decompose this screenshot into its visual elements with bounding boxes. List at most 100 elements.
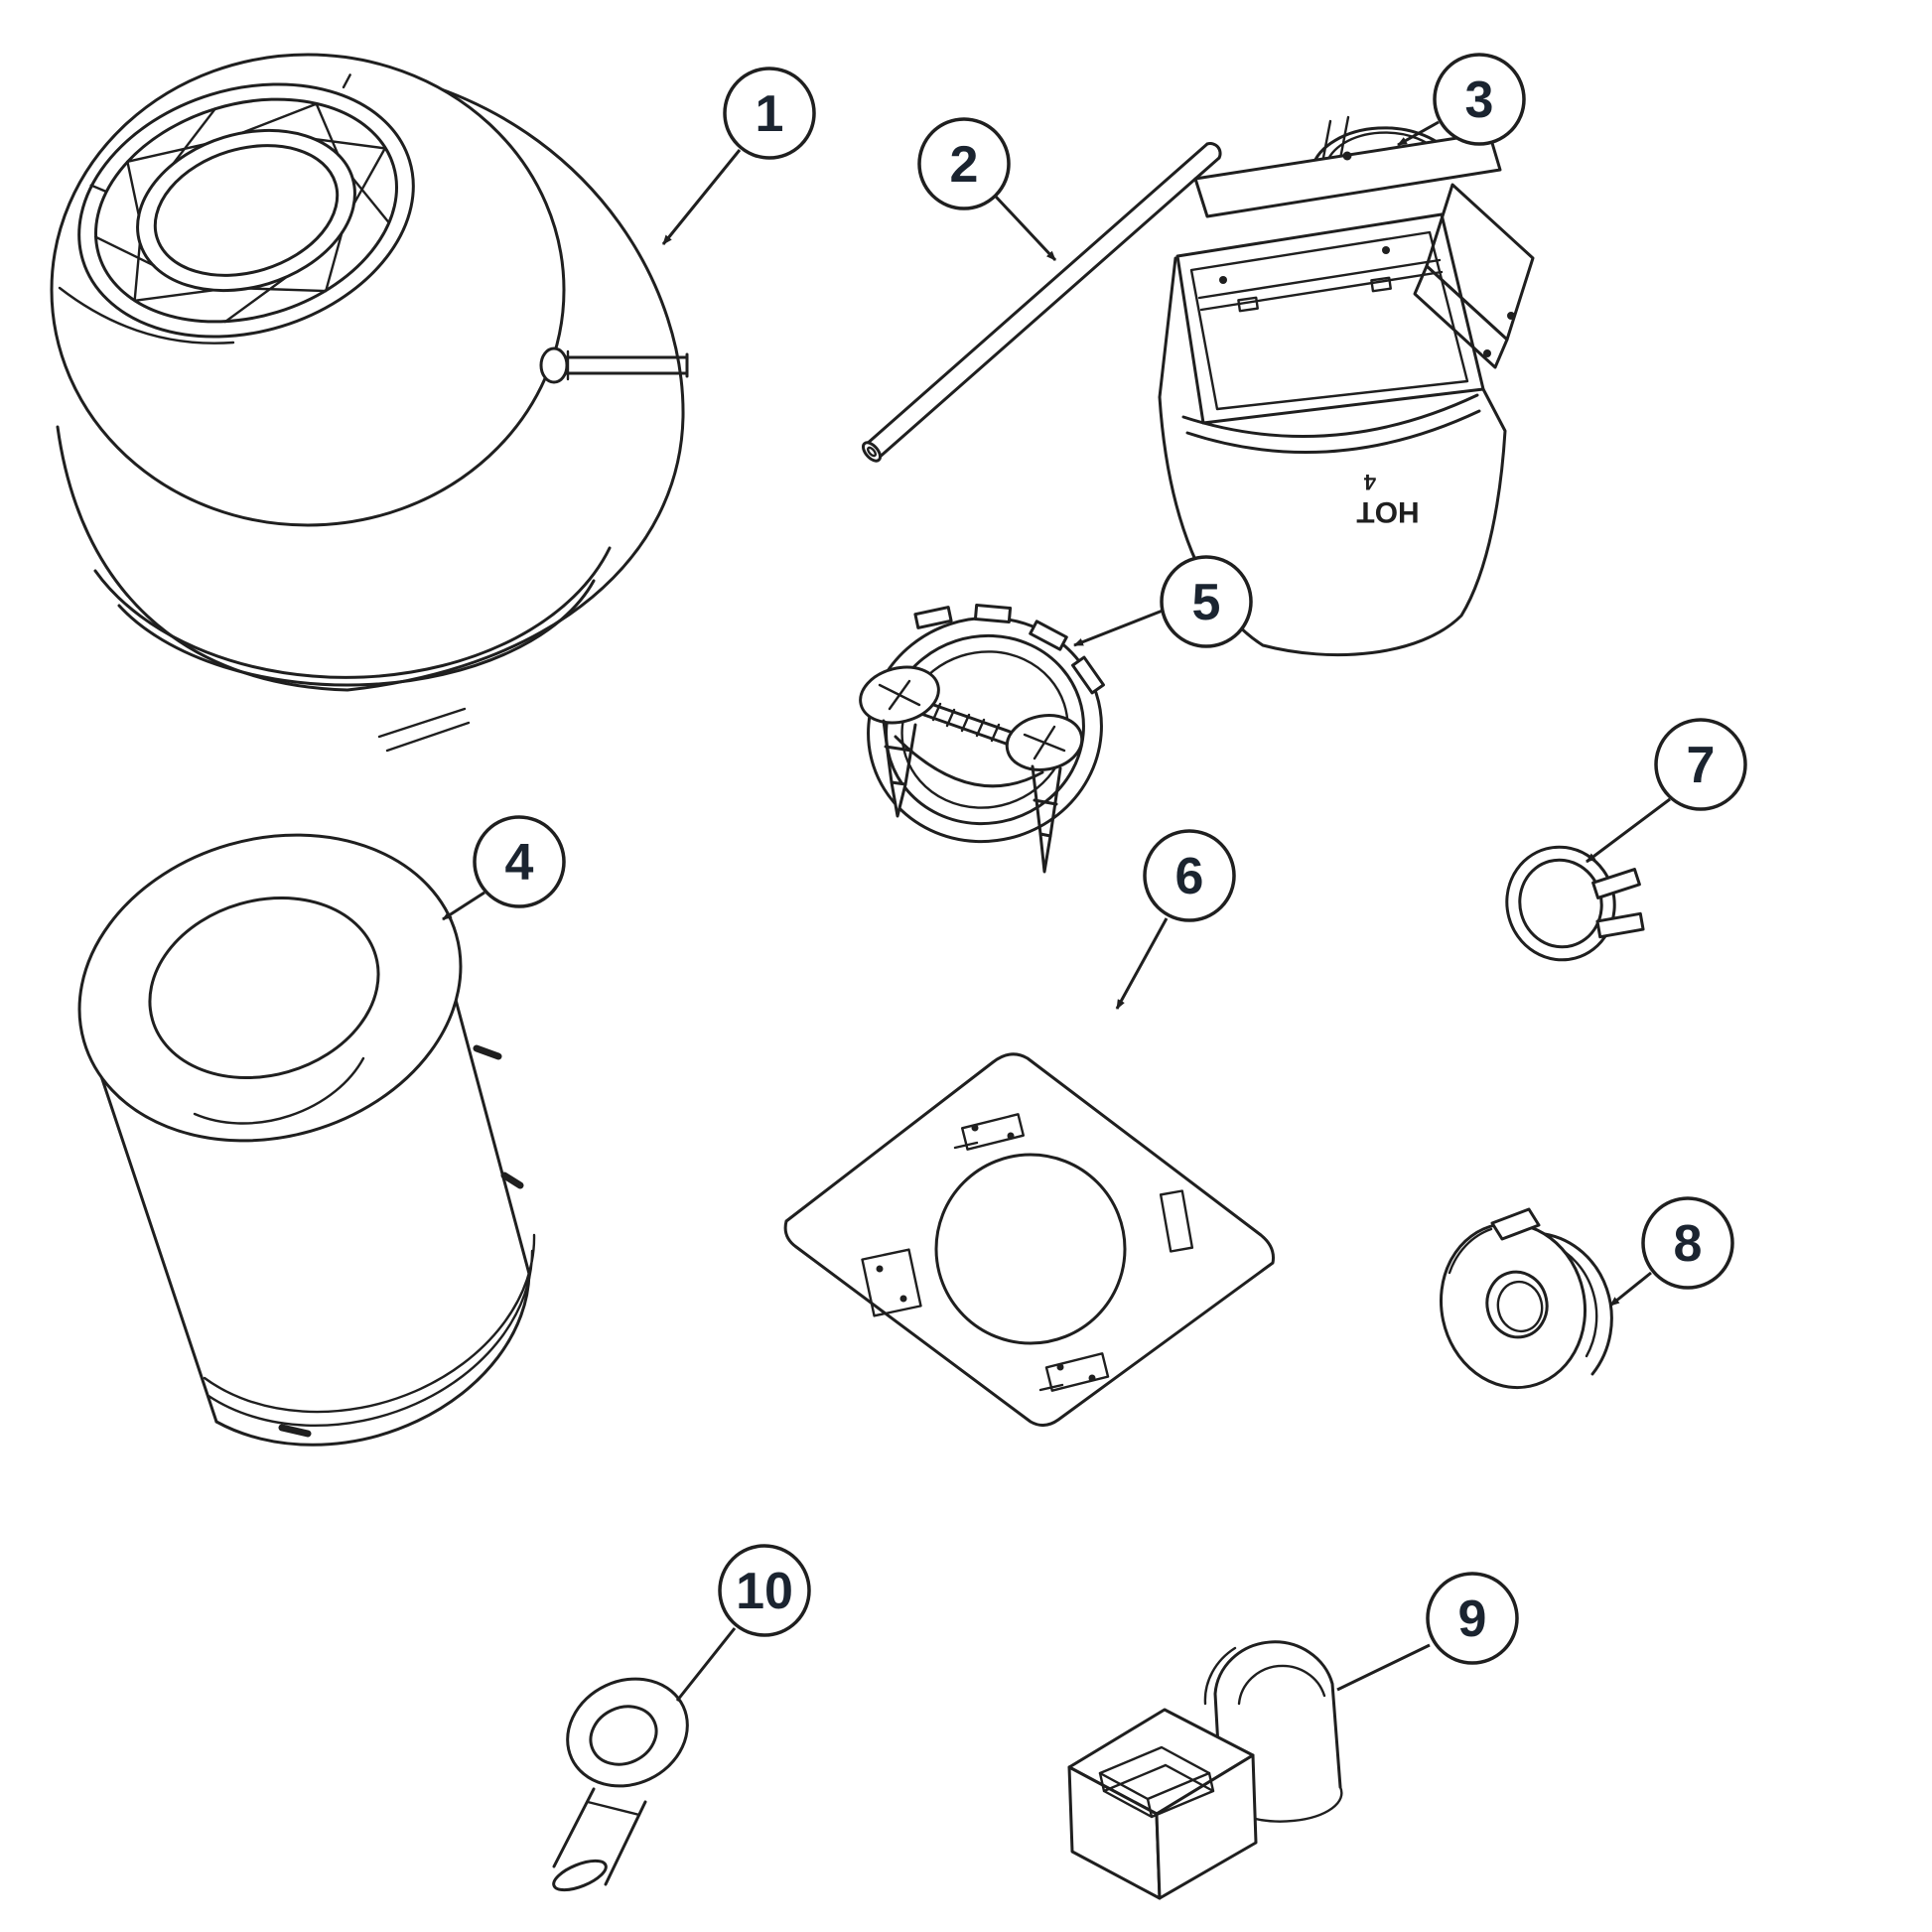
plate-tab-right <box>1159 1189 1194 1253</box>
collar-right-side <box>454 998 531 1276</box>
part-2-support-rod-drawing <box>861 142 1222 463</box>
callout-4-number: 4 <box>505 834 534 892</box>
clamp-inner-band <box>885 633 1085 826</box>
plate-tab-top <box>961 1113 1025 1151</box>
part-6-adapter-plate-drawing <box>783 1052 1275 1427</box>
callout-1-circle <box>723 67 816 160</box>
grommet-face <box>1439 1221 1587 1390</box>
collar-inner-hole <box>148 896 380 1080</box>
clip-prong-upper <box>1591 868 1641 899</box>
callout-10-circle <box>718 1544 811 1637</box>
callout-7-leader <box>1586 797 1671 864</box>
cap-flange-arc-1 <box>93 546 612 679</box>
box-bucket-outline <box>1158 256 1507 657</box>
callout-6-number: 6 <box>1175 848 1204 905</box>
cap-side-bolt <box>539 346 689 384</box>
part-1-round-vent-cap-drawing <box>50 53 689 753</box>
cap-inner-curve <box>58 286 235 345</box>
connector-slot-depth <box>1098 1763 1215 1819</box>
clamp-screw-left <box>859 665 940 818</box>
plate-center-hole <box>934 1153 1127 1345</box>
callout-2-number: 2 <box>950 136 979 194</box>
box-clip-right <box>1370 276 1392 293</box>
cap-skirt-outline <box>56 82 685 692</box>
callout-2-leader <box>994 195 1057 262</box>
connector-dome <box>1213 1640 1342 1801</box>
box-back-wall-lines <box>1197 258 1444 312</box>
callout-8-circle <box>1641 1196 1734 1290</box>
cap-flange-arc-2 <box>117 579 596 687</box>
grommet-face-edge <box>1448 1227 1493 1275</box>
callout-5-leader <box>1073 609 1164 647</box>
box-opening-inner <box>1189 230 1469 411</box>
callout-layer: 1 2 3 4 5 6 7 8 9 10 <box>442 53 1747 1702</box>
callout-10-leader <box>675 1627 737 1702</box>
callout-8-leader <box>1609 1271 1652 1308</box>
callout-10-number: 10 <box>736 1563 793 1620</box>
callout-7-circle <box>1654 718 1747 811</box>
key-ring-inner <box>589 1705 658 1766</box>
box-front-lip <box>1181 393 1481 454</box>
clamp-lug-1 <box>913 606 953 629</box>
part-8-grommet-drawing <box>1439 1207 1613 1390</box>
grommet-top-tab <box>1490 1207 1541 1241</box>
plate-tab-left <box>861 1248 922 1317</box>
callout-6-circle <box>1143 829 1236 922</box>
callout-4-leader <box>442 891 485 921</box>
callout-9-circle <box>1426 1572 1519 1665</box>
part-5-clamp-drawing <box>859 604 1105 874</box>
callout-1-leader <box>661 149 742 245</box>
callout-3-leader <box>1397 120 1440 147</box>
rod-top-cap <box>1205 142 1222 160</box>
clip-prong-lower <box>1595 911 1645 939</box>
part-9-wire-connector-drawing <box>1067 1640 1343 1900</box>
callout-8-number: 8 <box>1674 1215 1703 1273</box>
box-right-panel-strip <box>1413 264 1509 369</box>
callout-9-leader <box>1336 1643 1431 1692</box>
cap-inner-ring-assembly <box>77 73 415 339</box>
callout-4-circle <box>473 815 566 908</box>
key-ring-outer <box>566 1677 689 1788</box>
collar-top-ring <box>77 833 463 1143</box>
collar-left-side <box>99 1074 218 1424</box>
grommet-back-rim <box>1543 1232 1613 1376</box>
clamp-strap-arc <box>894 735 1044 788</box>
box-vent-mark: 4 <box>1363 470 1376 494</box>
collar-bottom-arc <box>214 1272 531 1447</box>
callout-2-circle <box>917 117 1011 210</box>
clamp-lug-2 <box>973 604 1013 623</box>
grommet-hole <box>1485 1270 1549 1339</box>
callout-3-circle <box>1433 53 1526 146</box>
callout-5-circle <box>1160 555 1253 648</box>
plate-outline <box>783 1052 1275 1427</box>
cap-truss-braces <box>93 102 391 324</box>
part-3-firestop-box-drawing: 4 HOT <box>1158 115 1535 657</box>
callout-5-number: 5 <box>1192 574 1221 631</box>
callout-9-number: 9 <box>1458 1590 1487 1648</box>
key-stem-tip <box>552 1859 608 1892</box>
clamp-lug-3 <box>1029 620 1068 651</box>
part-10-eye-key-drawing <box>552 1677 689 1892</box>
cap-flange-highlight <box>377 707 471 753</box>
clip-inner-ring <box>1518 858 1603 949</box>
plate-tab-bottom <box>1044 1352 1110 1392</box>
callout-6-leader <box>1115 917 1169 1010</box>
part-7-retaining-clip-drawing <box>1505 845 1645 962</box>
callout-1-number: 1 <box>756 85 784 143</box>
collar-vent-slots <box>278 1044 524 1438</box>
clamp-outer-band <box>867 616 1103 844</box>
clip-outer-ring <box>1505 845 1616 962</box>
box-clip-left <box>1237 296 1259 313</box>
callout-7-number: 7 <box>1687 737 1716 794</box>
box-hot-label: HOT <box>1356 495 1419 528</box>
box-top-flap <box>1193 131 1502 218</box>
collar-inner-depth <box>193 1056 365 1125</box>
connector-sleeve-right <box>1155 1753 1258 1900</box>
callout-3-number: 3 <box>1465 71 1494 129</box>
clamp-lug-4 <box>1071 655 1105 695</box>
clamp-screw-right <box>1005 714 1084 874</box>
rod-open-end <box>861 441 883 463</box>
collar-hem-arcs <box>203 1233 536 1428</box>
